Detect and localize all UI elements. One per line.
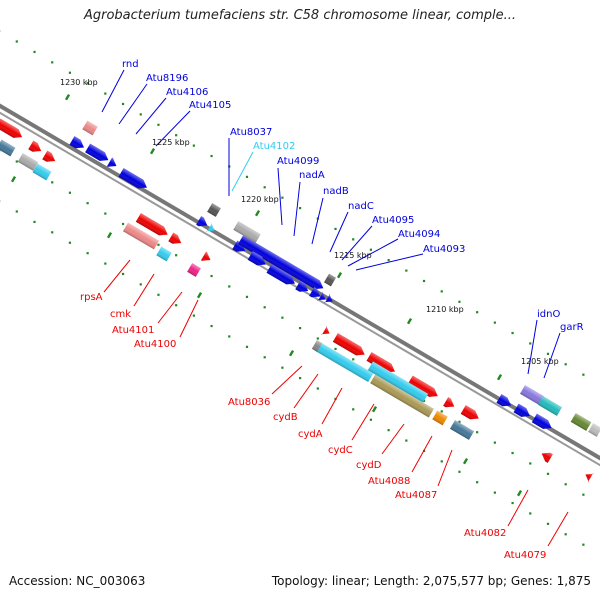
gene-block [135,213,168,236]
gene-block [17,153,39,171]
gene-label-reverse: Atu4087 [395,490,437,501]
gene-block [0,118,23,138]
gene-block [247,251,266,266]
gene-label-reverse: Atu4079 [504,550,546,561]
gene-label-forward: idnO [537,309,560,320]
gene-block [42,150,56,162]
scale-labels: 1230 kbp 1225 kbp 1220 kbp 1215 kbp 1210 kbp… [60,78,559,366]
map-title: Agrobacterium tumefaciens str. C58 chrom… [83,8,517,23]
gene-block [460,405,479,420]
gene-block [432,410,448,426]
gene-block [332,333,365,356]
gene-block [314,341,374,383]
gene-label-forward: nadA [299,170,325,181]
gene-block [311,340,323,352]
gene-block [122,222,160,250]
gene-block [443,397,455,408]
gene-label-reverse: cydD [356,460,382,471]
gene-block [588,423,600,437]
scale-label: 1215 kbp [334,251,372,260]
gene-label-forward: Atu4093 [423,244,465,255]
gene-label-reverse: rpsA [80,292,103,303]
gene-block [0,139,16,157]
gene-block [537,396,563,416]
gene-label-forward: Atu4095 [372,215,414,226]
gene-block [324,273,336,287]
gene-label-reverse: Atu4082 [464,528,506,539]
gene-block [28,140,42,152]
gene-label-reverse: Atu4100 [134,339,176,350]
gene-block [585,473,594,483]
gene-label-forward: Atu4094 [398,229,440,240]
gene-block [32,163,52,181]
gene-features [0,118,600,483]
scale-label: 1210 kbp [426,305,464,314]
gene-block [118,168,147,189]
gene-block [513,403,530,417]
gene-block [570,413,592,431]
gene-block [317,291,326,301]
gene-block [69,136,85,149]
gene-block [233,221,261,243]
gene-block [541,452,553,463]
gene-label-forward: Atu4105 [189,100,231,111]
gene-block [309,287,321,298]
gene-label-forward: Atu4106 [166,87,208,98]
gene-label-forward: nadB [323,186,349,197]
gene-label-reverse: cydA [298,429,323,440]
gene-block [187,263,201,277]
gene-label-forward: rnd [122,59,139,70]
gene-block [196,216,208,227]
gene-block [266,264,295,285]
scale-label: 1230 kbp [60,78,98,87]
gene-block [449,420,475,440]
gene-block [238,235,324,290]
gene-block [207,203,221,217]
gene-label-forward: Atu8196 [146,73,188,84]
gene-label-reverse: cydB [273,412,298,423]
gene-block [85,143,109,161]
gene-block [107,157,117,167]
gene-block [232,240,246,252]
scale-label: 1225 kbp [152,138,190,147]
gene-block [82,120,98,136]
label-leaders [101,69,569,547]
gene-block [321,325,330,335]
gene-block [367,361,429,403]
gene-block [156,246,172,262]
gene-label-forward: Atu4099 [277,156,319,167]
gene-block [201,251,211,261]
gene-block [366,352,395,373]
gene-block [168,232,182,244]
gene-block [496,394,512,407]
gene-block [519,385,545,405]
gene-labels: rndAtu8196Atu4106Atu4105Atu8037Atu4102At… [80,59,584,561]
gene-block [206,222,215,232]
gene-label-reverse: Atu8036 [228,397,270,408]
scale-label: 1205 kbp [521,357,559,366]
accession-label: Accession: NC_003063 [9,574,146,588]
gene-label-forward: nadC [348,201,374,212]
gene-label-forward: Atu8037 [230,127,272,138]
gene-block [324,293,333,303]
gene-block [407,375,438,397]
gene-label-reverse: cmk [110,309,131,320]
gene-block [370,374,434,418]
gene-label-reverse: Atu4101 [112,325,154,336]
gene-label-forward: garR [560,322,584,333]
scale-label: 1220 kbp [241,195,279,204]
gene-label-reverse: cydC [328,445,353,456]
gene-block [295,280,309,292]
gene-label-reverse: Atu4088 [368,476,410,487]
gene-label-forward: Atu4102 [253,141,295,152]
gene-block [531,413,552,429]
topology-summary: Topology: linear; Length: 2,075,577 bp; … [271,574,591,588]
